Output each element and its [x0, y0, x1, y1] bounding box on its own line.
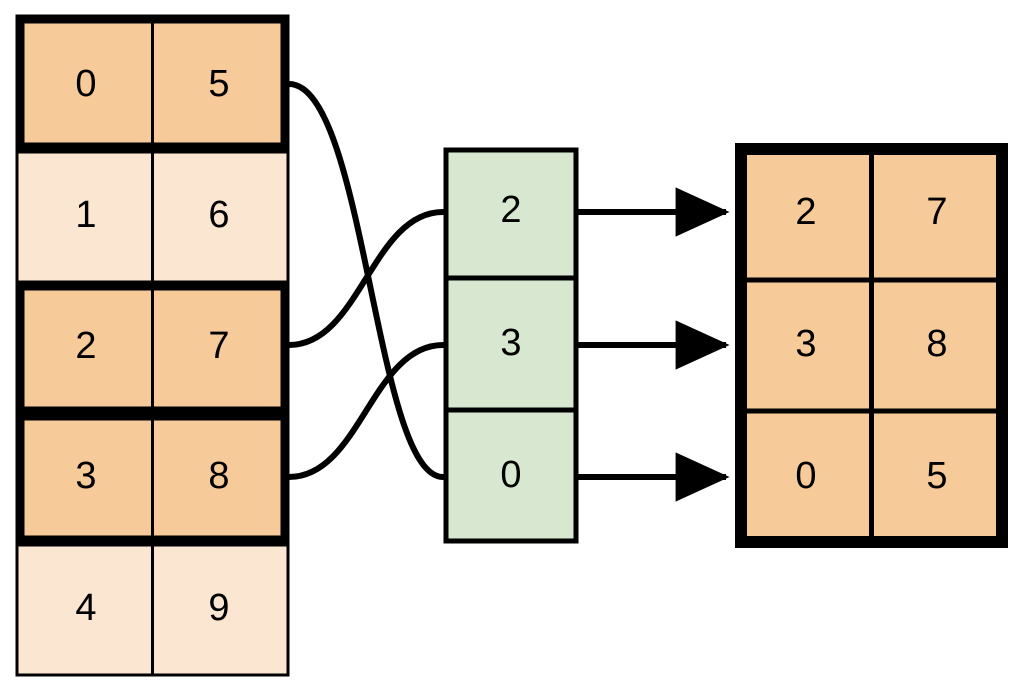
source-cell-3-1: 8 — [208, 455, 229, 497]
result-cell-0-1: 7 — [926, 191, 947, 233]
mapping-curve-row3-to-slot1 — [286, 342, 446, 480]
index-slot-1[interactable]: 3 — [500, 322, 521, 364]
index-slot-2-label: 0 — [500, 454, 521, 496]
index-column: 2 3 0 — [443, 147, 579, 544]
result-table: 2 7 3 8 0 5 — [735, 143, 1008, 548]
mapping-curves — [286, 81, 446, 480]
result-cell-0-0: 2 — [795, 191, 816, 233]
result-cell-1-0: 3 — [795, 323, 816, 365]
result-row-2[interactable]: 0 5 — [795, 455, 947, 497]
source-row-2[interactable]: 2 7 — [15, 281, 290, 416]
source-cell-1-0: 1 — [75, 194, 96, 236]
index-slot-1-label: 3 — [500, 322, 521, 364]
source-row-3[interactable]: 3 8 — [15, 411, 290, 545]
result-row-0[interactable]: 2 7 — [795, 191, 947, 233]
index-slot-2[interactable]: 0 — [500, 454, 521, 496]
result-arrows — [578, 187, 730, 502]
source-cell-2-1: 7 — [208, 325, 229, 367]
source-row-1[interactable]: 1 6 — [15, 150, 290, 284]
result-cell-1-1: 8 — [926, 323, 947, 365]
source-table: 0 5 1 6 2 7 3 8 — [15, 14, 290, 677]
source-row-4[interactable]: 4 9 — [15, 543, 290, 677]
index-column-outline — [443, 147, 579, 544]
source-cell-3-0: 3 — [75, 455, 96, 497]
index-slot-0[interactable]: 2 — [500, 189, 521, 231]
source-cell-4-1: 9 — [208, 587, 229, 629]
result-row-1[interactable]: 3 8 — [795, 323, 947, 365]
source-cell-1-1: 6 — [208, 194, 229, 236]
result-cell-2-0: 0 — [795, 455, 816, 497]
mapping-curve-row2-to-slot0 — [286, 209, 446, 348]
source-cell-0-0: 0 — [75, 63, 96, 105]
source-cell-2-0: 2 — [75, 325, 96, 367]
result-cell-2-1: 5 — [926, 455, 947, 497]
source-cell-0-1: 5 — [208, 63, 229, 105]
mapping-curve-row0-to-slot2 — [286, 81, 446, 480]
source-row-0[interactable]: 0 5 — [15, 14, 290, 152]
source-cell-4-0: 4 — [75, 587, 96, 629]
index-slot-0-label: 2 — [500, 189, 521, 231]
